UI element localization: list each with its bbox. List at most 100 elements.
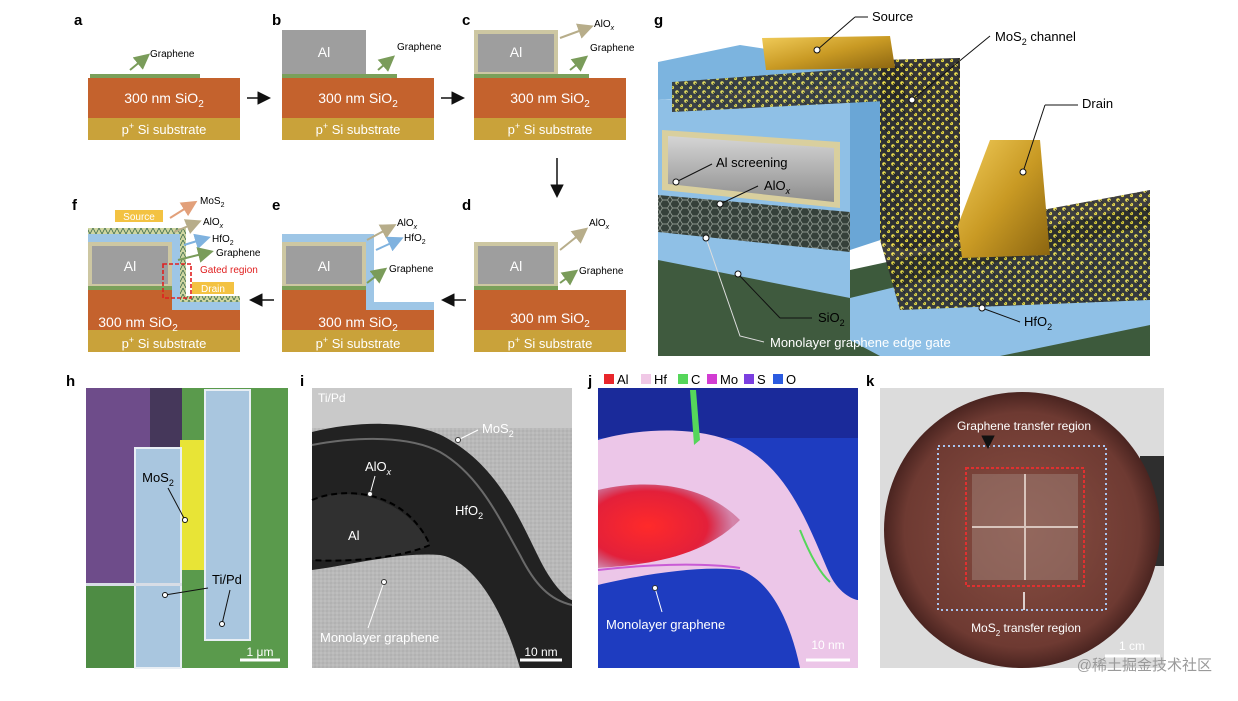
legend-label: Al bbox=[617, 372, 629, 387]
al-label: Al bbox=[510, 258, 522, 274]
hfo2-label: HfO2 bbox=[455, 503, 483, 521]
legend-label: O bbox=[786, 372, 796, 387]
graphene-label: Graphene bbox=[397, 42, 442, 53]
panel-letter: a bbox=[74, 12, 83, 29]
mos2-label: MoS2 bbox=[142, 470, 174, 488]
al-label: Al bbox=[510, 44, 522, 60]
alox-arrow bbox=[173, 219, 202, 234]
eds-c-signal bbox=[690, 390, 700, 445]
mos2-arrow bbox=[169, 200, 198, 219]
scale-label: 1 cm bbox=[1119, 639, 1145, 653]
scale-label: 10 nm bbox=[524, 645, 557, 659]
mos2-bottom bbox=[180, 296, 240, 302]
drain-contact bbox=[958, 140, 1050, 258]
alox-arrow bbox=[559, 23, 594, 39]
legend-swatch bbox=[641, 374, 651, 384]
hfo2-layer bbox=[282, 234, 434, 310]
leader-graphene bbox=[654, 587, 663, 613]
graphene-transfer-box bbox=[937, 445, 1107, 611]
panel-letter: f bbox=[72, 197, 78, 214]
hfo2-arrow bbox=[183, 233, 211, 250]
leader-alox bbox=[369, 475, 376, 495]
sio2-label: SiO2 bbox=[818, 310, 845, 328]
source-contact bbox=[762, 36, 895, 70]
channel-label: MoS2 channel bbox=[995, 29, 1076, 47]
mos2-wall bbox=[180, 228, 186, 302]
al-block bbox=[286, 246, 362, 284]
panel-d: d Al AlOx Graphene 300 nm SiO2 p+ Si sub… bbox=[462, 197, 626, 352]
graphene-arrow bbox=[129, 53, 151, 71]
alox-label: AlOx bbox=[594, 19, 615, 32]
tem-hfo2-band bbox=[312, 423, 572, 668]
sio2-layer bbox=[88, 310, 240, 330]
leader-dot bbox=[652, 585, 658, 591]
leader-source bbox=[816, 16, 856, 51]
leader-dot bbox=[813, 46, 821, 54]
leader-dot bbox=[908, 96, 916, 104]
mos2-top bbox=[672, 65, 905, 112]
substrate-label: p+ Si substrate bbox=[122, 335, 207, 351]
leader-channel bbox=[911, 35, 991, 101]
al-label: Al bbox=[318, 44, 330, 60]
watermark: @稀土掘金技术社区 bbox=[1077, 657, 1212, 674]
substrate-layer bbox=[282, 330, 434, 352]
alox-arrow bbox=[559, 227, 589, 251]
leader-dot bbox=[702, 234, 710, 242]
drain-contact bbox=[192, 282, 234, 294]
tem-al-outline bbox=[311, 492, 432, 562]
graphene-hex-layer bbox=[658, 195, 850, 252]
drain-label: Drain bbox=[201, 284, 225, 295]
panel-c: c Al AlOx Graphene 300 nm SiO2 p+ Si sub… bbox=[462, 12, 635, 140]
graphene-arrow bbox=[377, 55, 396, 72]
substrate-layer bbox=[282, 118, 434, 140]
alox-label: AlOx bbox=[397, 218, 418, 231]
hfo2-label: HfO2 bbox=[212, 234, 234, 247]
legend-label: C bbox=[691, 372, 700, 387]
alox-label: AlOx bbox=[764, 178, 791, 196]
legend-swatch bbox=[604, 374, 614, 384]
alox-label: AlOx bbox=[365, 459, 392, 477]
panel-b: b Al Graphene 300 nm SiO2 p+ Si substrat… bbox=[272, 12, 442, 140]
al-label: Al bbox=[348, 528, 360, 543]
al-screening-label: Al screening bbox=[716, 155, 788, 170]
legend-swatch bbox=[707, 374, 717, 384]
substrate-label: p+ Si substrate bbox=[122, 121, 207, 137]
leader-dot bbox=[734, 270, 742, 278]
leader-alox bbox=[719, 185, 759, 205]
sio2-layer bbox=[88, 78, 240, 118]
graphene-label: Monolayer graphene bbox=[320, 630, 439, 645]
graphene-region-label: Graphene transfer region bbox=[957, 419, 1091, 433]
mos2-transfer-box bbox=[965, 467, 1085, 587]
al-block bbox=[478, 34, 554, 72]
graphene-layer bbox=[474, 74, 589, 78]
graphene-label: Graphene bbox=[150, 49, 195, 60]
eds-top-band bbox=[598, 388, 858, 438]
hfo2-layer bbox=[88, 234, 240, 310]
graphene-layer bbox=[282, 286, 366, 290]
leader-edge-gate bbox=[705, 237, 765, 343]
tipd-label: Ti/Pd bbox=[318, 391, 346, 405]
legend-swatch bbox=[773, 374, 783, 384]
substrate-label: p+ Si substrate bbox=[316, 121, 401, 137]
leader-mos2 bbox=[167, 487, 186, 521]
panel-a: a Graphene 300 nm SiO2 p+ Si substrate bbox=[74, 12, 240, 140]
sio2-step bbox=[88, 290, 172, 310]
scale-label: 1 μm bbox=[247, 645, 274, 659]
leader-tipd-left bbox=[164, 587, 209, 596]
tem-al-region bbox=[312, 494, 430, 560]
hfo2-label: HfO2 bbox=[404, 233, 426, 246]
tipd-label: Ti/Pd bbox=[212, 572, 242, 587]
leader-dot bbox=[455, 437, 461, 443]
panel-letter: j bbox=[587, 373, 592, 390]
legend-swatch bbox=[678, 374, 688, 384]
leader-dot bbox=[1019, 168, 1027, 176]
substrate-layer bbox=[88, 118, 240, 140]
hfo2-label: HfO2 bbox=[1024, 314, 1052, 332]
al-screening-block bbox=[668, 136, 834, 202]
panel-k: k Graphene transfer region MoS2 transfer… bbox=[866, 373, 1212, 674]
substrate-label: p+ Si substrate bbox=[316, 335, 401, 351]
leader-mos2 bbox=[457, 429, 479, 441]
